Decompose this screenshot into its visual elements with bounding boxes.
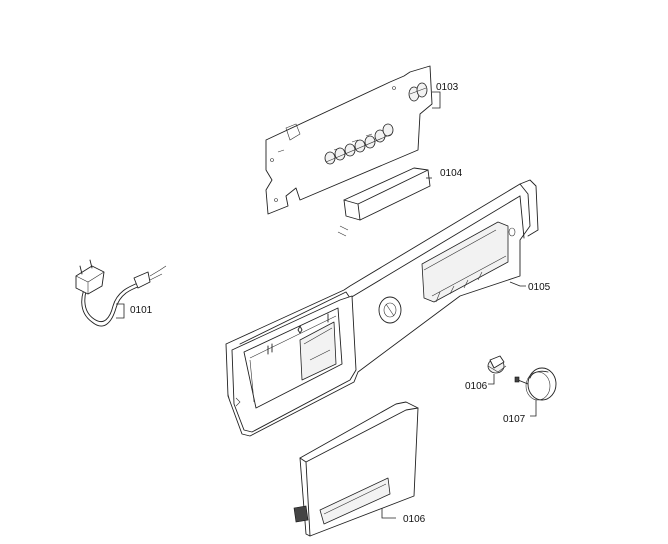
label-0106: 0106 <box>403 514 426 525</box>
flower-icon <box>297 325 303 334</box>
switch-row-icon <box>324 123 394 165</box>
detergent-drawer-handle[interactable] <box>293 401 419 537</box>
control-board[interactable] <box>265 65 433 215</box>
label-0108: 0107 <box>503 414 526 425</box>
push-button[interactable] <box>487 355 507 374</box>
label-0105: 0105 <box>528 282 551 293</box>
power-cord[interactable] <box>75 259 167 327</box>
plug-icon <box>75 259 105 295</box>
knob-hole-icon <box>378 296 402 324</box>
label-0104: 0104 <box>440 168 463 179</box>
label-0103: 0103 <box>436 82 459 93</box>
label-0107: 0106 <box>465 381 488 392</box>
control-panel[interactable] <box>225 179 539 437</box>
label-0101: 0101 <box>130 305 153 316</box>
module[interactable] <box>337 167 432 237</box>
selector-knob[interactable] <box>514 367 557 401</box>
connector-icon <box>408 82 428 102</box>
